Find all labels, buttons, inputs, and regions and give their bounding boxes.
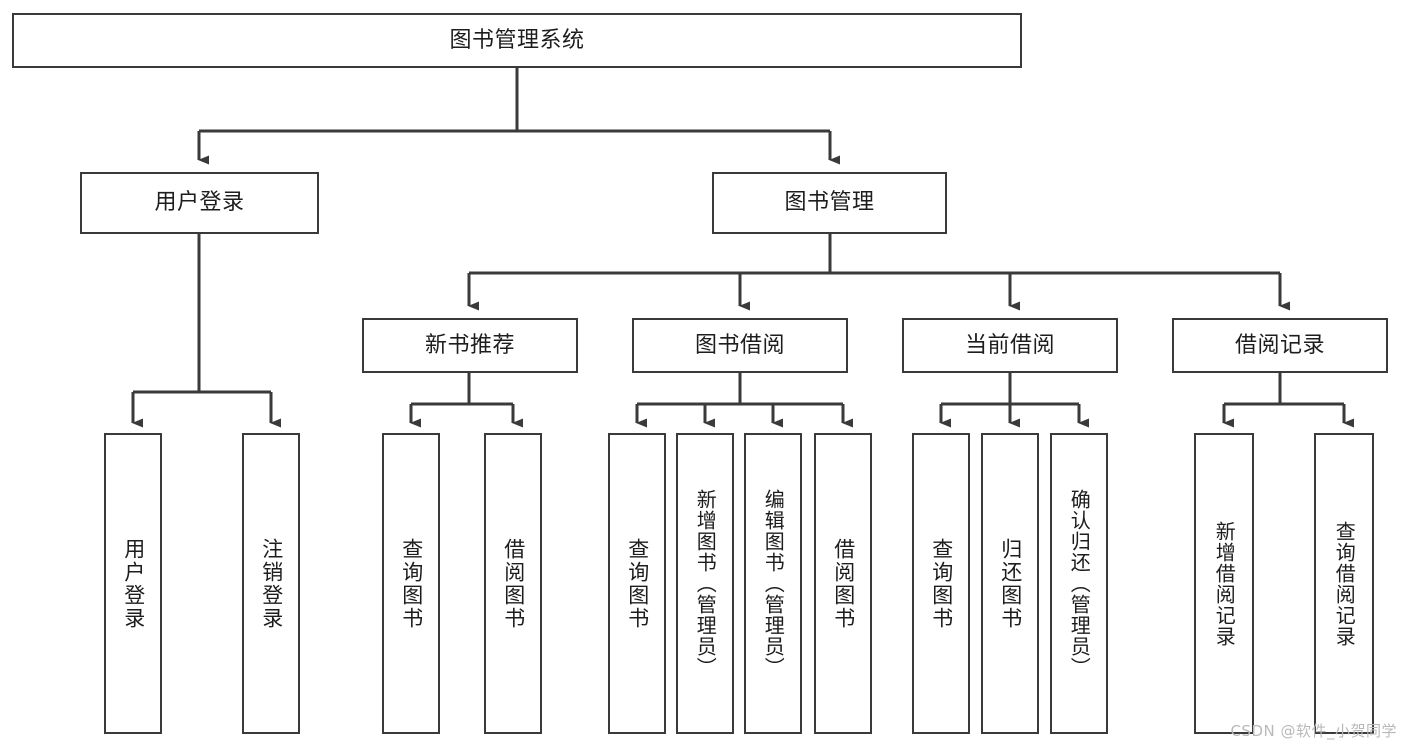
leaf-book-borrow-query-label: 查询图书 [625, 537, 650, 630]
node-user-login[interactable]: 用户登录 [80, 172, 319, 234]
node-borrow-record[interactable]: 借阅记录 [1172, 318, 1388, 373]
leaf-borrow-record-query-label: 查询借阅记录 [1332, 520, 1357, 647]
leaf-book-borrow-edit-label: 编辑图书（管理员） [761, 489, 786, 678]
leaf-current-borrow-confirm-return[interactable]: 确认归还（管理员） [1050, 433, 1108, 734]
node-root-system[interactable]: 图书管理系统 [12, 13, 1022, 68]
node-borrow-record-label: 借阅记录 [1234, 332, 1325, 358]
leaf-book-borrow-add-label: 新增图书（管理员） [693, 489, 718, 678]
node-current-borrow[interactable]: 当前借阅 [902, 318, 1118, 373]
leaf-book-borrow-borrow[interactable]: 借阅图书 [814, 433, 872, 734]
leaf-borrow-record-add-label: 新增借阅记录 [1212, 520, 1237, 647]
leaf-borrow-record-query[interactable]: 查询借阅记录 [1314, 433, 1374, 734]
leaf-current-borrow-confirm-return-label: 确认归还（管理员） [1067, 489, 1092, 678]
node-book-management[interactable]: 图书管理 [712, 172, 947, 234]
leaf-new-book-query-label: 查询图书 [399, 537, 424, 630]
node-book-management-label: 图书管理 [784, 190, 875, 216]
node-user-login-label: 用户登录 [154, 190, 245, 216]
csdn-watermark: CSDN @软件_小贺同学 [1230, 722, 1397, 740]
leaf-user-login-login-label: 用户登录 [121, 537, 146, 630]
node-root-system-label: 图书管理系统 [449, 27, 585, 53]
leaf-current-borrow-query[interactable]: 查询图书 [912, 433, 970, 734]
leaf-borrow-record-add[interactable]: 新增借阅记录 [1194, 433, 1254, 734]
leaf-user-login-logout[interactable]: 注销登录 [242, 433, 300, 734]
leaf-book-borrow-borrow-label: 借阅图书 [831, 537, 856, 630]
leaf-new-book-query[interactable]: 查询图书 [382, 433, 440, 734]
leaf-current-borrow-return[interactable]: 归还图书 [981, 433, 1039, 734]
node-book-borrow-label: 图书借阅 [694, 332, 785, 358]
leaf-new-book-borrow-label: 借阅图书 [501, 537, 526, 630]
node-new-book-recommend[interactable]: 新书推荐 [362, 318, 578, 373]
leaf-user-login-logout-label: 注销登录 [259, 537, 284, 630]
leaf-book-borrow-edit[interactable]: 编辑图书（管理员） [744, 433, 802, 734]
leaf-user-login-login[interactable]: 用户登录 [104, 433, 162, 734]
leaf-current-borrow-return-label: 归还图书 [998, 537, 1023, 630]
leaf-book-borrow-add[interactable]: 新增图书（管理员） [676, 433, 734, 734]
leaf-new-book-borrow[interactable]: 借阅图书 [484, 433, 542, 734]
node-new-book-recommend-label: 新书推荐 [424, 332, 515, 358]
node-book-borrow[interactable]: 图书借阅 [632, 318, 848, 373]
node-current-borrow-label: 当前借阅 [964, 332, 1055, 358]
leaf-book-borrow-query[interactable]: 查询图书 [608, 433, 666, 734]
leaf-current-borrow-query-label: 查询图书 [929, 537, 954, 630]
